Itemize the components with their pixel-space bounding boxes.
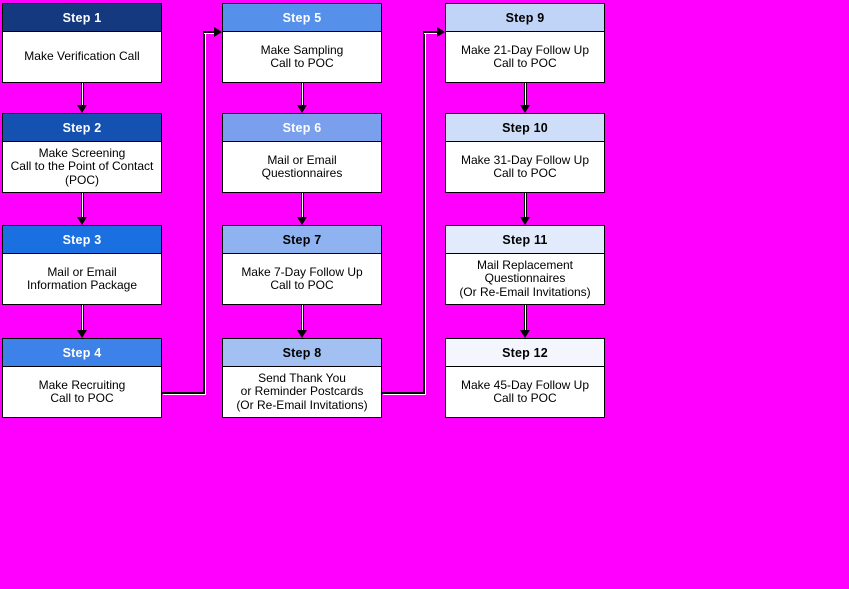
step-12-description-line: Call to POC xyxy=(493,391,557,405)
connector-step5-step6-arrowhead xyxy=(297,105,307,113)
connector-step8-step9-segment-out xyxy=(382,392,425,394)
connector-step8-step9-segment-up xyxy=(423,31,425,394)
step-11-title: Step 11 xyxy=(446,226,604,254)
connector-step10-step11-arrowhead xyxy=(520,217,530,225)
step-2-description-line: (POC) xyxy=(65,172,99,187)
step-1-box[interactable]: Step 1 Make Verification Call xyxy=(2,3,162,83)
connector-step11-step12-arrowhead xyxy=(520,330,530,338)
step-9-description-line: Call to POC xyxy=(493,56,557,70)
step-12-description-line: Make 45-Day Follow Up xyxy=(460,377,590,392)
step-8-title: Step 8 xyxy=(223,339,381,367)
step-7-description-line: Make 7-Day Follow Up xyxy=(241,264,363,279)
step-11-description-line: Questionnaires xyxy=(484,271,566,286)
connector-step3-step4-arrowhead xyxy=(77,330,87,338)
step-7-title: Step 7 xyxy=(223,226,381,254)
step-10-title: Step 10 xyxy=(446,114,604,142)
connector-step8-step9-segment-in xyxy=(423,31,437,33)
step-5-description-line: Call to POC xyxy=(270,56,334,70)
step-8-description-line: (Or Re-Email Invitations) xyxy=(236,397,368,412)
step-7-description-line: Call to POC xyxy=(270,278,334,292)
step-9-title: Step 9 xyxy=(446,4,604,32)
connector-step1-step2-arrowhead xyxy=(77,105,87,113)
connector-step9-step10-line xyxy=(524,83,527,105)
connector-step9-step10-arrowhead xyxy=(520,105,530,113)
step-2-description-line: Make Screening xyxy=(38,145,126,160)
step-11-description-line: (Or Re-Email Invitations) xyxy=(459,284,591,299)
step-10-description-line: Call to POC xyxy=(493,166,557,180)
connector-step4-step5-segment-out xyxy=(162,392,205,394)
connector-step4-step5-segment-up xyxy=(203,31,205,394)
connector-step3-step4-line xyxy=(81,305,84,330)
step-5-description-line: Make Sampling xyxy=(260,42,344,57)
connector-step10-step11-line xyxy=(524,193,527,217)
step-2-title: Step 2 xyxy=(3,114,161,142)
step-6-description-line: Questionnaires xyxy=(261,166,343,180)
step-12-title: Step 12 xyxy=(446,339,604,367)
connector-step11-step12-line xyxy=(524,305,527,330)
connector-step4-step5-segment-in xyxy=(203,31,214,33)
step-5-title: Step 5 xyxy=(223,4,381,32)
step-3-description-line: Mail or Email xyxy=(47,264,117,279)
connector-step8-step9-arrowhead xyxy=(437,27,445,37)
step-4-description-line: Call to POC xyxy=(50,391,114,405)
step-4-description-line: Make Recruiting xyxy=(38,377,126,392)
connector-step4-step5-arrowhead xyxy=(214,27,222,37)
step-1-description-line: Make Verification Call xyxy=(24,49,140,64)
step-11-description-line: Mail Replacement xyxy=(476,257,574,272)
connector-step6-step7-arrowhead xyxy=(297,217,307,225)
step-4-title: Step 4 xyxy=(3,339,161,367)
connector-step1-step2-line xyxy=(81,83,84,105)
step-3-title: Step 3 xyxy=(3,226,161,254)
step-6-description-line: Mail or Email xyxy=(267,152,337,167)
step-9-description-line: Make 21-Day Follow Up xyxy=(460,42,590,57)
step-2-description-line: Call to the Point of Contact xyxy=(10,159,154,174)
connector-step2-step3-line xyxy=(81,193,84,217)
step-1-description: Make Verification Call xyxy=(3,32,161,82)
step-1-title: Step 1 xyxy=(3,4,161,32)
connector-step2-step3-arrowhead xyxy=(77,217,87,225)
step-8-description-line: Send Thank You xyxy=(258,370,346,385)
step-6-title: Step 6 xyxy=(223,114,381,142)
connector-step7-step8-line xyxy=(301,305,304,330)
connector-step5-step6-line xyxy=(301,83,304,105)
step-10-description-line: Make 31-Day Follow Up xyxy=(460,152,590,167)
step-3-description-line: Information Package xyxy=(26,278,138,292)
connector-step7-step8-arrowhead xyxy=(297,330,307,338)
connector-step6-step7-line xyxy=(301,193,304,217)
step-8-description-line: or Reminder Postcards xyxy=(240,384,364,399)
